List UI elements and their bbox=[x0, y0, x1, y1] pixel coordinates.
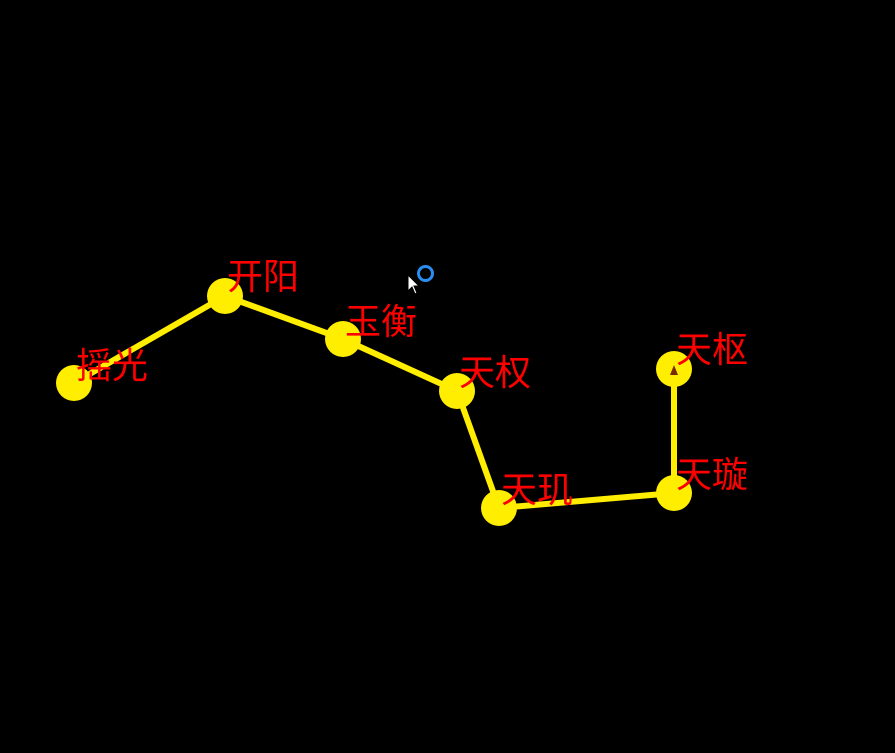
star-label-yuheng: 玉衡 bbox=[345, 302, 417, 343]
star-label-tianquan: 天权 bbox=[459, 353, 531, 394]
mouse-pointer-icon bbox=[407, 274, 421, 295]
star-tianji bbox=[481, 490, 517, 526]
star-kaiyang bbox=[207, 278, 243, 314]
link-kaiyang-yuheng bbox=[222, 293, 346, 342]
constellation-stars bbox=[56, 278, 692, 526]
link-yaoguang-kaiyang bbox=[71, 293, 228, 386]
loading-ring-icon bbox=[417, 265, 434, 282]
arrow-up-icon bbox=[670, 365, 678, 375]
star-label-tianshu: 天枢 bbox=[676, 330, 748, 371]
star-label-tianji: 天玑 bbox=[501, 470, 573, 511]
link-tianquan-tianji bbox=[454, 388, 502, 511]
star-yaoguang bbox=[56, 365, 92, 401]
star-label-tianxuan: 天璇 bbox=[676, 455, 748, 496]
constellation-lines bbox=[71, 293, 677, 511]
star-yuheng bbox=[325, 321, 361, 357]
star-label-yaoguang: 摇光 bbox=[76, 346, 148, 387]
link-yuheng-tianquan bbox=[340, 336, 460, 394]
star-tianquan bbox=[439, 373, 475, 409]
star-tianxuan bbox=[656, 475, 692, 511]
link-tianji-tianxuan bbox=[496, 490, 677, 511]
star-label-kaiyang: 开阳 bbox=[227, 257, 299, 298]
